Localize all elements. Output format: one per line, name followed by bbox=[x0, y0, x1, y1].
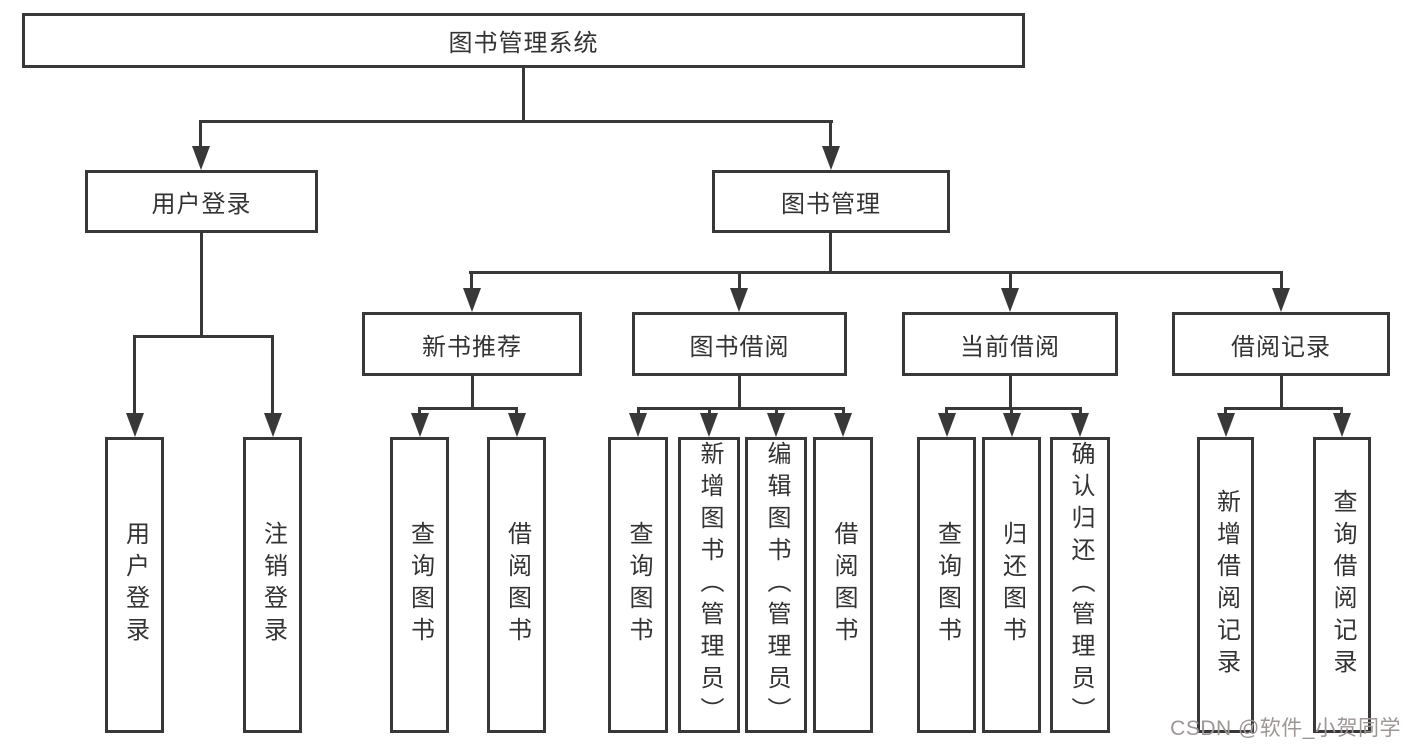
connector-line bbox=[271, 335, 274, 417]
arrow-down-icon bbox=[938, 413, 956, 437]
connector-line bbox=[199, 120, 202, 150]
leaf-query-borrow-record: 查询借阅记录 bbox=[1313, 437, 1371, 733]
connector-line bbox=[829, 120, 832, 150]
arrow-down-icon bbox=[1071, 413, 1089, 437]
node-user-login: 用户登录 bbox=[85, 170, 318, 233]
leaf-borrow-books-2: 借阅图书 bbox=[813, 437, 873, 733]
leaf-label: 新增借阅记录 bbox=[1212, 489, 1240, 681]
node-book-borrow: 图书借阅 bbox=[632, 312, 847, 376]
node-current-borrow-label: 当前借阅 bbox=[960, 333, 1060, 361]
leaf-query-books-2: 查询图书 bbox=[608, 437, 668, 733]
leaf-return-books: 归还图书 bbox=[982, 437, 1041, 733]
arrow-down-icon bbox=[1003, 413, 1021, 437]
connector-line bbox=[945, 407, 1082, 410]
connector-line bbox=[1280, 271, 1283, 291]
node-book-mgmt: 图书管理 bbox=[712, 170, 950, 233]
connector-line bbox=[1280, 374, 1283, 409]
arrow-down-icon bbox=[126, 413, 144, 437]
connector-line bbox=[1009, 374, 1012, 409]
node-root-label: 图书管理系统 bbox=[448, 30, 599, 57]
leaf-label: 查询图书 bbox=[933, 521, 961, 649]
arrow-down-icon bbox=[767, 413, 785, 437]
leaf-label: 新增图书（管理员） bbox=[696, 441, 723, 729]
arrow-down-icon bbox=[629, 413, 647, 437]
leaf-edit-books-admin: 编辑图书（管理员） bbox=[745, 437, 807, 733]
leaf-logout: 注销登录 bbox=[243, 437, 302, 733]
leaf-confirm-return-admin: 确认归还（管理员） bbox=[1050, 437, 1110, 733]
arrow-down-icon bbox=[411, 413, 429, 437]
leaf-label: 查询借阅记录 bbox=[1329, 489, 1356, 681]
connector-line bbox=[738, 374, 741, 409]
leaf-query-books-1: 查询图书 bbox=[390, 437, 449, 733]
leaf-add-books-admin: 新增图书（管理员） bbox=[678, 437, 740, 733]
leaf-label: 注销登录 bbox=[259, 521, 287, 649]
connector-line bbox=[200, 231, 203, 337]
arrow-down-icon bbox=[1333, 413, 1351, 437]
connector-line bbox=[1224, 407, 1343, 410]
leaf-label: 查询图书 bbox=[625, 521, 652, 649]
arrow-down-icon bbox=[1272, 288, 1290, 312]
node-root: 图书管理系统 bbox=[22, 13, 1025, 68]
leaf-label: 借阅图书 bbox=[830, 521, 857, 649]
leaf-borrow-books-1: 借阅图书 bbox=[487, 437, 546, 733]
leaf-user-login: 用户登录 bbox=[105, 437, 164, 733]
leaf-label: 确认归还（管理员） bbox=[1067, 441, 1094, 729]
arrow-down-icon bbox=[822, 146, 840, 170]
node-user-login-label: 用户登录 bbox=[151, 191, 252, 218]
arrow-down-icon bbox=[1217, 413, 1235, 437]
node-borrow-records: 借阅记录 bbox=[1172, 312, 1390, 376]
leaf-label: 用户登录 bbox=[121, 521, 149, 649]
connector-line bbox=[199, 120, 833, 123]
connector-line bbox=[470, 271, 473, 291]
arrow-down-icon bbox=[730, 288, 748, 312]
arrow-down-icon bbox=[700, 413, 718, 437]
connector-line bbox=[471, 374, 474, 409]
leaf-label: 归还图书 bbox=[998, 521, 1026, 649]
connector-line bbox=[133, 335, 274, 338]
arrow-down-icon bbox=[463, 288, 481, 312]
connector-line bbox=[522, 66, 525, 122]
connector-line bbox=[418, 407, 518, 410]
node-book-borrow-label: 图书借阅 bbox=[689, 333, 790, 361]
node-new-books: 新书推荐 bbox=[362, 312, 582, 376]
leaf-label: 查询图书 bbox=[406, 521, 434, 649]
connector-line bbox=[738, 271, 741, 291]
arrow-down-icon bbox=[508, 413, 526, 437]
arrow-down-icon bbox=[192, 146, 210, 170]
arrow-down-icon bbox=[834, 413, 852, 437]
leaf-label: 编辑图书（管理员） bbox=[763, 441, 790, 729]
connector-line bbox=[469, 271, 1282, 274]
arrow-down-icon bbox=[264, 413, 282, 437]
connector-line bbox=[133, 335, 136, 417]
leaf-add-borrow-record: 新增借阅记录 bbox=[1197, 437, 1254, 733]
connector-line bbox=[1009, 271, 1012, 291]
leaf-label: 借阅图书 bbox=[503, 521, 531, 649]
connector-line bbox=[637, 407, 845, 410]
connector-line bbox=[829, 231, 832, 273]
node-new-books-label: 新书推荐 bbox=[422, 333, 522, 361]
node-book-mgmt-label: 图书管理 bbox=[781, 191, 881, 218]
arrow-down-icon bbox=[1001, 288, 1019, 312]
node-borrow-records-label: 借阅记录 bbox=[1231, 333, 1331, 361]
csdn-watermark: CSDN @软件_小贺同学 bbox=[1170, 717, 1401, 740]
node-current-borrow: 当前借阅 bbox=[902, 312, 1118, 376]
leaf-query-books-3: 查询图书 bbox=[917, 437, 976, 733]
